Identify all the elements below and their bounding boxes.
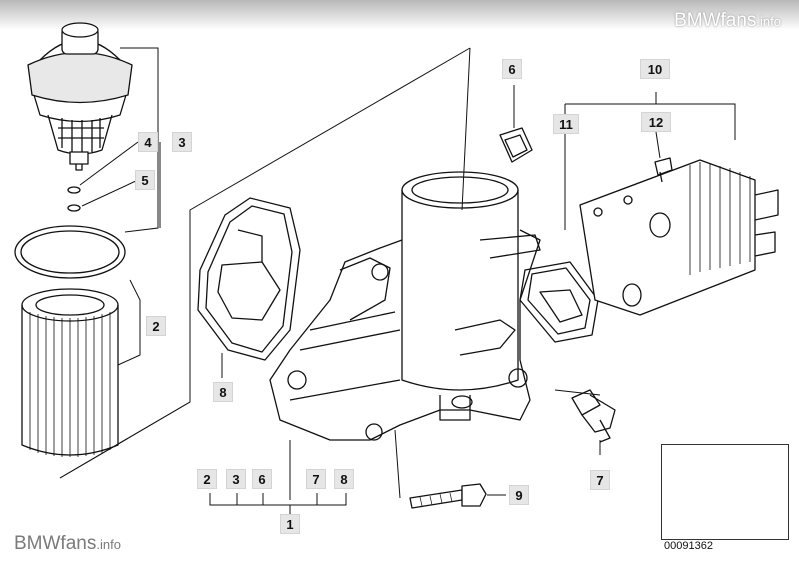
bolt [409,483,487,509]
callout-label: 8 [219,384,227,400]
o-ring-small-1 [67,186,81,194]
callout-label: 6 [508,61,516,77]
callout-2-filter[interactable]: 2 [146,316,166,336]
callout-8-group[interactable]: 8 [334,469,354,489]
callout-1-housing[interactable]: 1 [280,514,300,534]
leader-lines [59,47,736,515]
callout-5[interactable]: 5 [135,170,155,190]
callout-label: 2 [203,471,211,487]
callout-6-group[interactable]: 6 [252,469,272,489]
cooler-gasket [519,261,599,343]
callout-9-bolt[interactable]: 9 [509,485,529,505]
callout-label: 7 [596,472,604,488]
watermark-bottom: BMWfans.info [14,533,121,554]
oil-cooler [579,159,779,316]
watermark-top: BMWfans.info [674,10,781,31]
part-number: 00091362 [664,540,713,552]
filter-housing [269,171,541,441]
o-ring-small-2 [67,204,81,212]
callout-2-group[interactable]: 2 [197,469,217,489]
callout-12[interactable]: 12 [641,112,671,132]
callout-label: 3 [178,134,186,150]
callout-11[interactable]: 11 [553,114,579,134]
callout-4[interactable]: 4 [138,132,158,152]
callout-label: 11 [559,116,573,132]
callout-label: 4 [144,134,152,150]
callout-label: 10 [647,61,663,77]
callout-label: 2 [152,318,160,334]
callout-7-sensor[interactable]: 7 [590,470,610,490]
pressure-sensor [571,389,616,443]
callout-label: 1 [286,516,294,532]
retaining-clip [499,127,533,163]
callout-label: 5 [141,172,149,188]
callout-label: 12 [648,114,664,130]
callout-label: 6 [258,471,266,487]
callout-label: 8 [340,471,348,487]
callout-7-group[interactable]: 7 [306,469,326,489]
filter-element [21,288,119,457]
header-gradient [0,0,799,30]
callout-6-clip[interactable]: 6 [502,59,522,79]
car-thumbnail-frame [661,444,789,540]
callout-label: 9 [515,487,523,503]
callout-label: 3 [232,471,240,487]
screw-small [654,157,673,183]
gasket-ring [14,225,126,279]
callout-label: 7 [312,471,320,487]
callout-8-gasket[interactable]: 8 [213,382,233,402]
callout-3-top[interactable]: 3 [172,132,192,152]
callout-10[interactable]: 10 [640,59,670,79]
housing-gasket [197,197,301,361]
callout-3-group[interactable]: 3 [226,469,246,489]
filter-cap [27,22,133,171]
